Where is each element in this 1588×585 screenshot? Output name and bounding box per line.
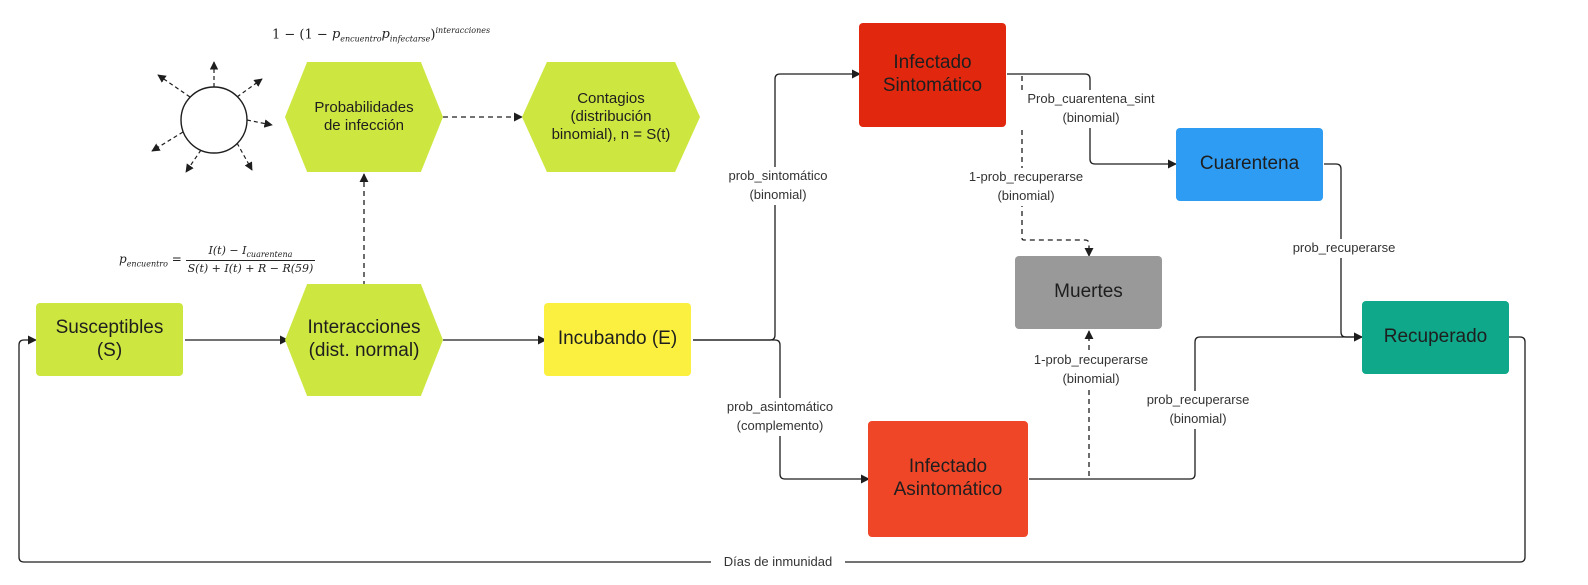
node-contagios-label: Contagios (distribución binomial), n = S…	[551, 90, 671, 143]
formula-infection-probability: 1 − (1 − pencuentropinfectarse)interacci…	[272, 26, 491, 44]
label-no-recuperarse-sintomatico-text: 1-prob_recuperarse (binomial)	[968, 169, 1084, 203]
label-no-recuperarse-asintomatico: 1-prob_recuperarse (binomial)	[1021, 351, 1161, 389]
node-cuarentena: Cuarentena	[1176, 128, 1323, 201]
label-prob-recuperarse-asintomatico: prob_recuperarse (binomial)	[1135, 391, 1261, 429]
node-recuperado: Recuperado	[1362, 301, 1509, 374]
node-interacciones: Interacciones (dist. normal)	[285, 284, 443, 396]
node-infectado-sintomatico: Infectado Sintomático	[859, 23, 1006, 127]
node-probabilidades: Probabilidades de infección	[285, 62, 443, 172]
node-infectado-sintomatico-label: Infectado Sintomático	[882, 52, 983, 96]
edge-sintomatico-muertes	[1021, 76, 1094, 257]
label-dias-inmunidad: Días de inmunidad	[711, 553, 845, 572]
label-prob-asintomatico: prob_asintomático (complemento)	[712, 398, 848, 436]
label-prob-sintomatico-text: prob_sintomático (binomial)	[728, 168, 828, 202]
edge-recuperado-susceptibles	[18, 335, 1526, 563]
node-infectado-asintomatico: Infectado Asintomático	[868, 421, 1028, 537]
label-no-recuperarse-sintomatico: 1-prob_recuperarse (binomial)	[956, 168, 1096, 206]
node-incubando-label: Incubando (E)	[557, 328, 678, 350]
label-dias-inmunidad-text: Días de inmunidad	[723, 554, 833, 569]
label-prob-cuarentena-sint: Prob_cuarentena_sint (binomial)	[1018, 90, 1164, 128]
edge-incubando-sintomatico	[693, 69, 861, 341]
label-prob-cuarentena-sint-text: Prob_cuarentena_sint (binomial)	[1027, 91, 1155, 125]
node-probabilidades-label: Probabilidades de infección	[314, 99, 414, 134]
node-cuarentena-label: Cuarentena	[1199, 153, 1300, 175]
population-icon	[151, 61, 273, 173]
node-susceptibles: Susceptibles (S)	[36, 303, 183, 376]
label-prob-recuperarse-asintomatico-text: prob_recuperarse (binomial)	[1146, 392, 1250, 426]
node-infectado-asintomatico-label: Infectado Asintomático	[893, 456, 1003, 500]
label-prob-asintomatico-text: prob_asintomático (complemento)	[726, 399, 834, 433]
node-incubando: Incubando (E)	[544, 303, 691, 376]
label-prob-sintomatico: prob_sintomático (binomial)	[715, 167, 841, 205]
label-no-recuperarse-asintomatico-text: 1-prob_recuperarse (binomial)	[1033, 352, 1149, 386]
node-muertes: Muertes	[1015, 256, 1162, 329]
node-interacciones-label: Interacciones (dist. normal)	[307, 317, 421, 361]
node-susceptibles-label: Susceptibles (S)	[55, 316, 164, 361]
node-muertes-label: Muertes	[1054, 281, 1123, 303]
node-recuperado-label: Recuperado	[1383, 326, 1488, 348]
label-prob-recuperarse-cuarentena: prob_recuperarse	[1281, 239, 1407, 258]
label-prob-recuperarse-cuarentena-text: prob_recuperarse	[1292, 240, 1396, 255]
node-contagios: Contagios (distribución binomial), n = S…	[522, 62, 700, 172]
